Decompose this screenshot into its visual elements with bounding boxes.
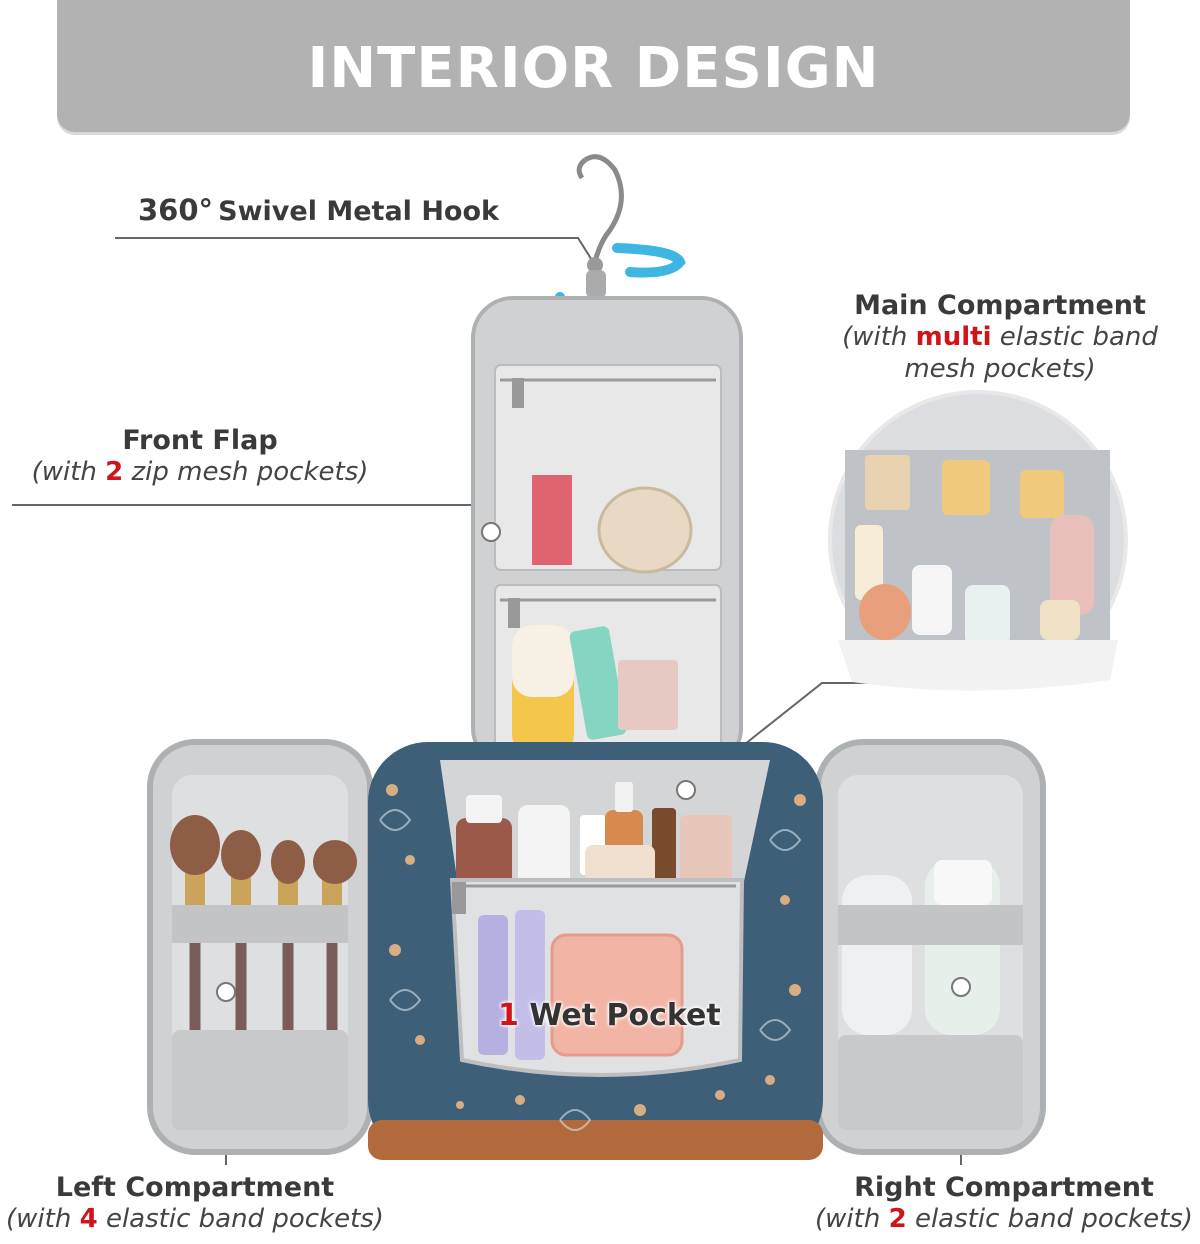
main-compartment-sub-post: elastic band: [999, 322, 1158, 352]
right-compartment-label: Right Compartment (with 2 elastic band p…: [808, 1172, 1200, 1235]
left-compartment-title: Left Compartment: [55, 1172, 335, 1203]
left-compartment: [147, 739, 373, 1155]
title-banner: INTERIOR DESIGN: [57, 0, 1130, 132]
front-flap-title: Front Flap: [122, 425, 278, 456]
right-compartment-title: Right Compartment: [854, 1172, 1154, 1203]
hook-label-highlight: 360°: [138, 193, 214, 227]
left-compartment-sub-post: elastic band pockets): [105, 1204, 384, 1234]
hook-label-text: Swivel Metal Hook: [218, 196, 499, 227]
front-flap: [471, 296, 743, 770]
hook-label: 360° Swivel Metal Hook: [138, 193, 499, 227]
front-flap-sub-pre: (with: [31, 457, 97, 487]
main-compartment-title: Main Compartment: [854, 290, 1146, 321]
banner-title: INTERIOR DESIGN: [307, 36, 880, 101]
left-compartment-label: Left Compartment (with 4 elastic band po…: [0, 1172, 390, 1235]
left-compartment-sub-num: 4: [79, 1204, 98, 1234]
right-compartment-sub-post: elastic band pockets): [914, 1204, 1193, 1234]
front-flap-sub-num: 2: [105, 457, 124, 487]
left-compartment-sub-pre: (with: [6, 1204, 72, 1234]
main-compartment-sub-pre: (with: [842, 322, 908, 352]
main-compartment-sub-line2: mesh pockets): [904, 354, 1096, 384]
main-compartment-sub-num: multi: [915, 322, 992, 352]
main-compartment-label: Main Compartment (with multi elastic ban…: [825, 290, 1175, 385]
right-compartment-sub-num: 2: [888, 1204, 907, 1234]
right-compartment-sub-pre: (with: [815, 1204, 881, 1234]
front-flap-sub-post: zip mesh pockets): [131, 457, 369, 487]
wet-pocket-text: Wet Pocket: [529, 998, 721, 1033]
front-flap-label: Front Flap (with 2 zip mesh pockets): [20, 425, 380, 488]
wet-pocket-label: 1 Wet Pocket: [498, 998, 721, 1033]
detail-magnifier: [828, 390, 1128, 691]
wet-pocket-num: 1: [498, 998, 519, 1033]
main-body: [368, 742, 823, 1160]
right-compartment: [815, 739, 1046, 1155]
